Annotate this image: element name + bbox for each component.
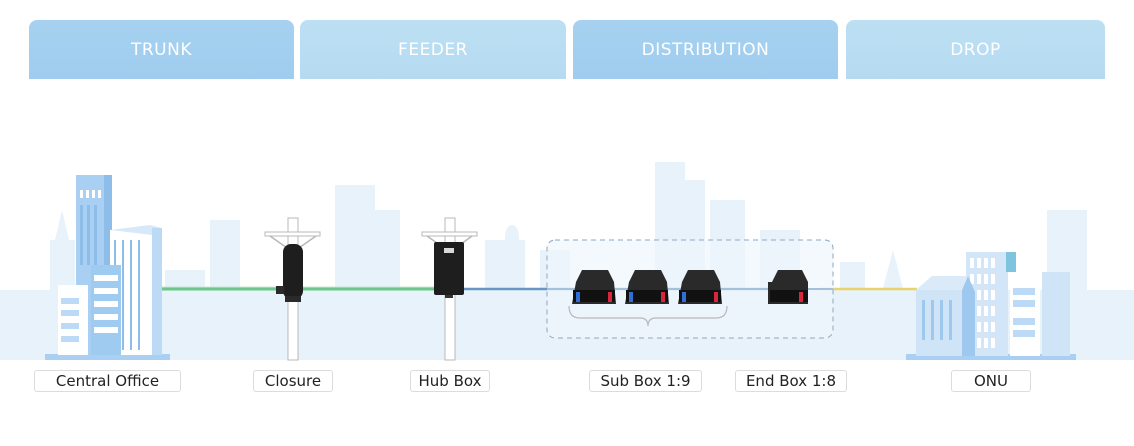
hub-box-icon xyxy=(434,242,464,298)
sub-boxes xyxy=(572,270,722,304)
office-buildings-icon xyxy=(45,175,170,360)
node-label-central-office: Central Office xyxy=(34,370,181,392)
tab-trunk: TRUNK xyxy=(29,20,294,79)
residential-buildings-icon xyxy=(906,252,1076,360)
node-label-end-box: End Box 1:8 xyxy=(735,370,847,392)
node-label-onu: ONU xyxy=(951,370,1031,392)
end-box-icon xyxy=(768,270,808,304)
sub-box-icon xyxy=(678,270,722,304)
sub-box-bracket xyxy=(568,305,728,327)
tab-distribution: DISTRIBUTION xyxy=(573,20,838,79)
node-label-sub-box: Sub Box 1:9 xyxy=(589,370,702,392)
splice-closure-icon xyxy=(276,244,303,302)
tab-drop: DROP xyxy=(846,20,1105,79)
node-label-hub-box: Hub Box xyxy=(410,370,490,392)
sub-box-icon xyxy=(625,270,669,304)
node-label-closure: Closure xyxy=(253,370,333,392)
tab-feeder: FEEDER xyxy=(300,20,566,79)
sub-box-icon xyxy=(572,270,616,304)
